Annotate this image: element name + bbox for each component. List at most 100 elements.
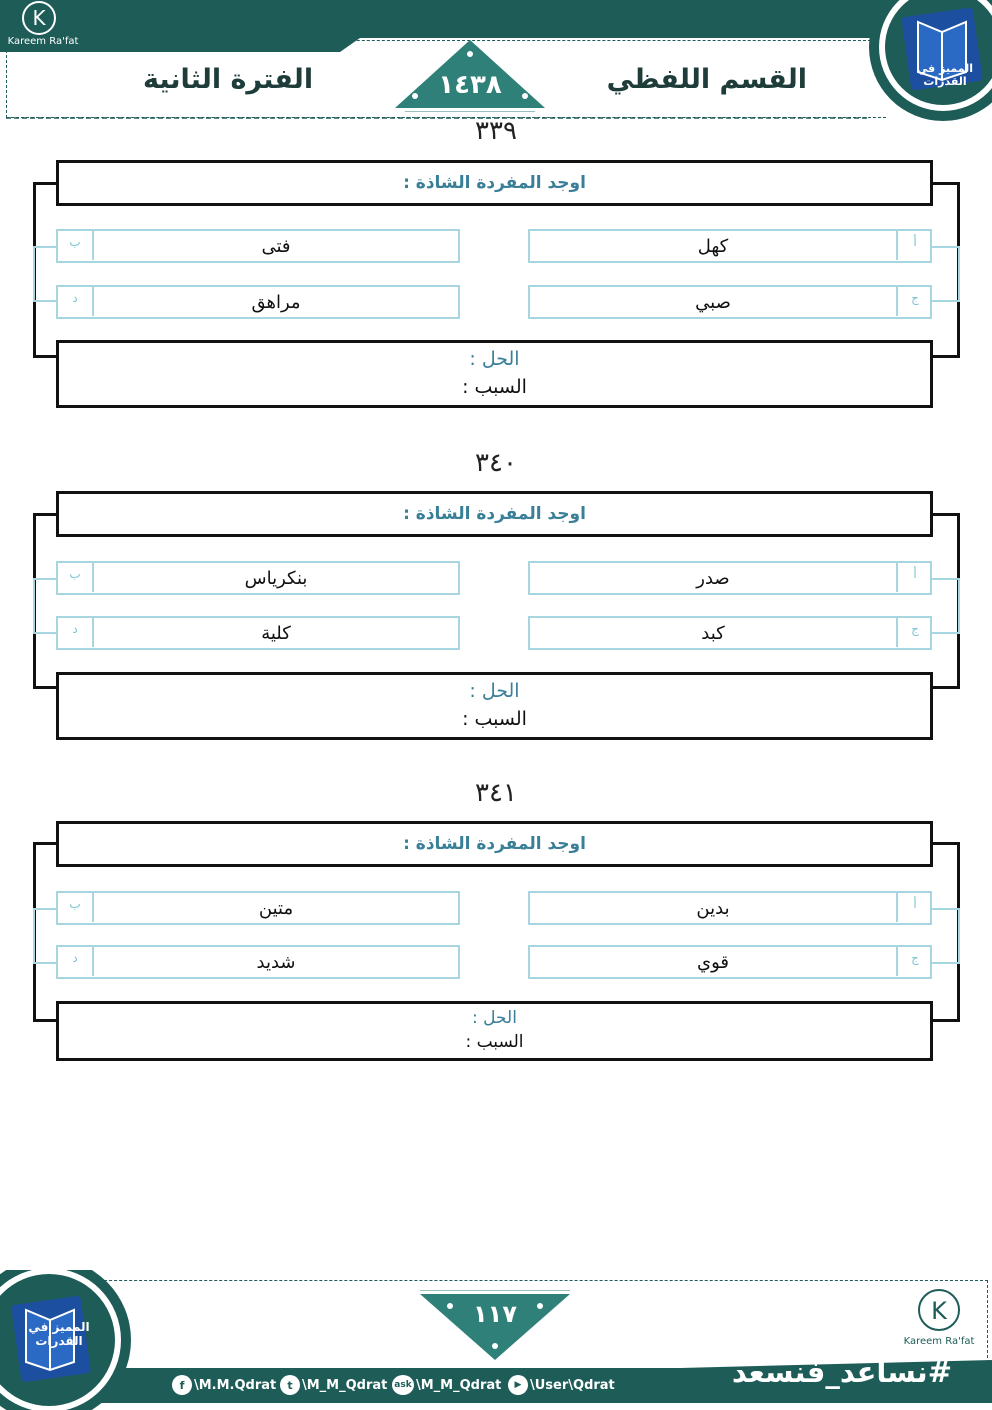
- social-youtube[interactable]: ▶ \User\Qdrat: [508, 1374, 615, 1396]
- twitter-handle: \M_M_Qdrat: [302, 1377, 388, 1393]
- option-a[interactable]: صدر أ: [528, 561, 932, 595]
- option-divider: [896, 893, 898, 922]
- hashtag: #نساعد_فنسعد: [731, 1355, 952, 1389]
- social-twitter[interactable]: t \M_M_Qdrat: [280, 1374, 387, 1396]
- question-number: ٣٣٩: [475, 116, 517, 146]
- option-letter: ج: [911, 291, 919, 305]
- reason-label: السبب :: [462, 708, 527, 730]
- svg-text:K: K: [32, 6, 46, 30]
- option-divider: [92, 947, 94, 976]
- option-text: بنكرياس: [244, 568, 308, 589]
- options-bracket-right: [930, 908, 960, 964]
- youtube-icon: ▶: [508, 1375, 528, 1395]
- options-bracket-left: [33, 578, 59, 634]
- option-divider: [896, 563, 898, 592]
- youtube-handle: \User\Qdrat: [530, 1377, 615, 1393]
- footer-band: [0, 1368, 992, 1403]
- answer-box[interactable]: الحل : السبب :: [56, 672, 933, 740]
- answer-box[interactable]: الحل : السبب :: [56, 340, 933, 408]
- option-letter: د: [72, 291, 78, 305]
- option-text: مراهق: [251, 292, 301, 313]
- facebook-handle: \M.M.Qdrat: [194, 1377, 277, 1393]
- footer-kareem-logo: K Kareem Ra'fat: [902, 1286, 976, 1348]
- option-divider: [92, 563, 94, 592]
- options-bracket-left: [33, 246, 59, 302]
- option-letter: ب: [69, 235, 81, 249]
- period-title: الفترة الثانية: [143, 64, 314, 95]
- option-d[interactable]: د مراهق: [56, 285, 460, 319]
- header-logo-text: المميز في القدرات: [916, 62, 974, 88]
- question-prompt: اوجد المفردة الشاذة :: [56, 491, 933, 537]
- svg-text:K: K: [931, 1297, 948, 1325]
- option-c[interactable]: قوي ج: [528, 945, 932, 979]
- options-bracket-right: [930, 578, 960, 634]
- option-letter: ب: [69, 567, 81, 581]
- option-letter: ج: [911, 951, 919, 965]
- year-triangle: [395, 40, 545, 112]
- option-divider: [92, 618, 94, 647]
- social-facebook[interactable]: f \M.M.Qdrat: [172, 1374, 276, 1396]
- options-bracket-left: [33, 908, 59, 964]
- solution-label: الحل :: [469, 680, 520, 702]
- option-a[interactable]: كهل أ: [528, 229, 932, 263]
- option-b[interactable]: ب متين: [56, 891, 460, 925]
- option-divider: [896, 947, 898, 976]
- options-bracket-right: [930, 246, 960, 302]
- page-triangle: [420, 1290, 570, 1360]
- option-letter: ج: [911, 622, 919, 636]
- option-letter: أ: [913, 897, 917, 911]
- option-d[interactable]: د شديد: [56, 945, 460, 979]
- facebook-icon: f: [172, 1375, 192, 1395]
- question-prompt: اوجد المفردة الشاذة :: [56, 160, 933, 206]
- option-letter: د: [72, 622, 78, 636]
- option-text: كهل: [697, 236, 729, 257]
- section-title: القسم اللفظي: [606, 64, 807, 95]
- option-c[interactable]: صبي ج: [528, 285, 932, 319]
- option-divider: [92, 287, 94, 316]
- year-label: ١٤٣٨: [438, 70, 502, 100]
- option-letter: أ: [913, 567, 917, 581]
- header-logo-circle: [869, 0, 992, 121]
- option-text: صدر: [696, 568, 730, 589]
- footer-logo-text: المميز في القدرات: [28, 1320, 90, 1348]
- reason-label: السبب :: [462, 376, 527, 398]
- option-text: متين: [258, 898, 294, 919]
- footer-brand-name: Kareem Ra'fat: [903, 1336, 975, 1347]
- option-d[interactable]: د كلية: [56, 616, 460, 650]
- option-b[interactable]: ب بنكرياس: [56, 561, 460, 595]
- question-prompt: اوجد المفردة الشاذة :: [56, 821, 933, 867]
- footer-logo-circle: [0, 1270, 131, 1410]
- option-letter: د: [72, 951, 78, 965]
- k-logo-icon: K: [22, 1, 56, 35]
- option-divider: [92, 893, 94, 922]
- option-divider: [896, 287, 898, 316]
- ask-icon: ask: [392, 1375, 414, 1395]
- option-text: فتى: [261, 236, 291, 257]
- question-number: ٣٤١: [475, 778, 517, 808]
- brand-name: Kareem Ra'fat: [7, 36, 79, 47]
- option-text: قوي: [697, 952, 729, 973]
- answer-box[interactable]: الحل : السبب :: [56, 1001, 933, 1061]
- header-band: [0, 0, 992, 38]
- option-letter: أ: [913, 235, 917, 249]
- page-number: ١١٧: [473, 1300, 517, 1328]
- option-b[interactable]: ب فتى: [56, 229, 460, 263]
- option-divider: [896, 618, 898, 647]
- header-decor: [0, 38, 870, 119]
- social-ask[interactable]: ask \M_M_Qdrat: [392, 1374, 501, 1396]
- ask-handle: \M_M_Qdrat: [416, 1377, 502, 1393]
- solution-label: الحل :: [469, 348, 520, 370]
- solution-label: الحل :: [472, 1008, 517, 1028]
- k-logo-icon: K: [918, 1289, 960, 1331]
- option-divider: [896, 231, 898, 260]
- option-text: كبد: [701, 623, 725, 644]
- option-a[interactable]: بدين أ: [528, 891, 932, 925]
- option-text: صبي: [695, 292, 731, 313]
- option-letter: ب: [69, 897, 81, 911]
- option-text: بدين: [696, 898, 730, 919]
- reason-label: السبب :: [465, 1032, 524, 1052]
- kareem-logo: K Kareem Ra'fat: [6, 0, 80, 50]
- question-number: ٣٤٠: [475, 448, 517, 478]
- option-c[interactable]: كبد ج: [528, 616, 932, 650]
- option-divider: [92, 231, 94, 260]
